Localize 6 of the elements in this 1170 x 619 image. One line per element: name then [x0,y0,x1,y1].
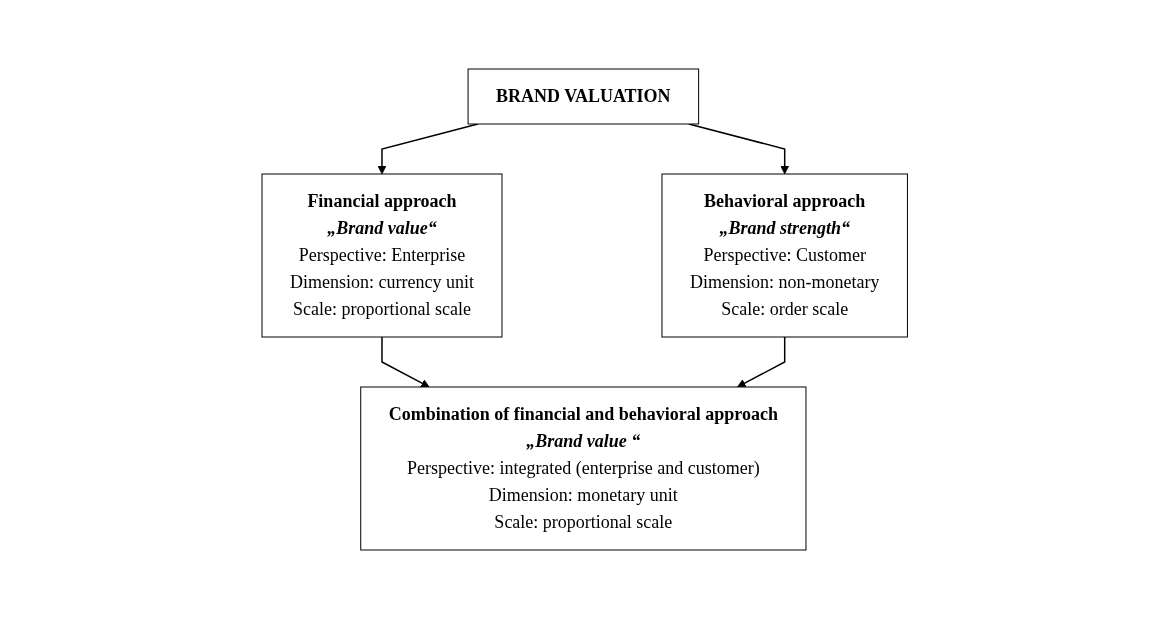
node-box: Financial approach „Brand value“ Perspective: Enterprise Dimension: currency unit Scale: proportional scale [261,173,503,338]
node-box: BRAND VALUATION [467,68,700,125]
node-box: Combination of financial and behavioral approach „Brand value “ Perspective: integrated (enterprise and customer) Dimension: monetary unit Scale: proportional scale [360,386,807,551]
arrow [381,336,430,388]
arrow [737,336,786,388]
node-box: Behavioral approach „Brand strength“ Perspective: Customer Dimension: non-monetary Scale: order scale [661,173,909,338]
